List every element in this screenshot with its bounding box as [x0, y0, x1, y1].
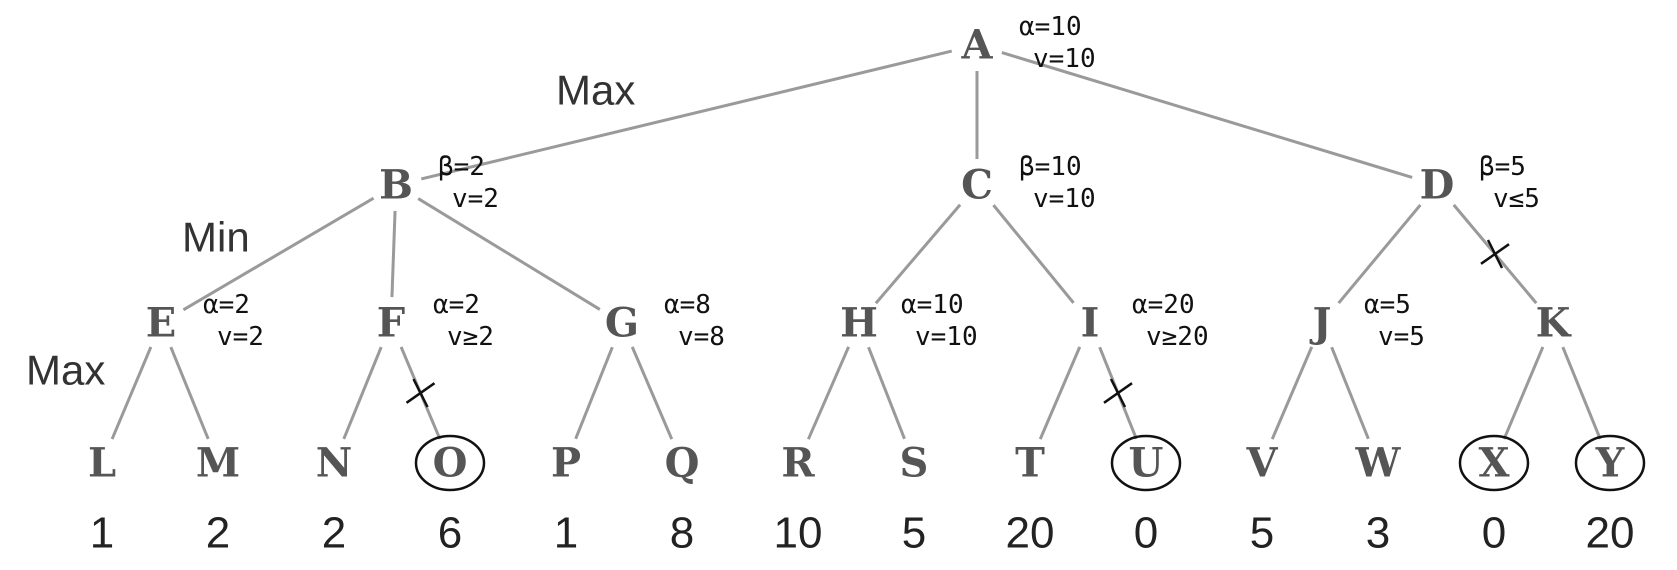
leaf-L-value: 1 — [90, 509, 114, 558]
node-F-note-bound: α=2 — [433, 290, 480, 320]
prune-mark-D-K — [1480, 239, 1510, 269]
edge-G-Q — [630, 346, 674, 440]
pruned-circle-X — [1458, 434, 1530, 492]
edge-H-S — [867, 346, 906, 440]
leaf-M-value: 2 — [206, 509, 230, 558]
edge-C-H — [874, 203, 962, 305]
leaf-Q-value: 8 — [670, 509, 694, 558]
node-G: G — [605, 300, 639, 347]
leaf-P: P — [551, 440, 581, 487]
edge-G-P — [574, 346, 614, 440]
tree-edges — [110, 49, 1602, 440]
edge-J-W — [1330, 346, 1370, 440]
edge-H-R — [807, 346, 850, 440]
leaf-V: V — [1245, 440, 1278, 487]
leaf-L: L — [88, 440, 116, 487]
leaf-O-value: 6 — [438, 509, 462, 558]
node-G-note-value: v=8 — [678, 322, 725, 352]
level-label-min: Min — [182, 214, 250, 261]
edge-B-G — [417, 197, 601, 311]
prune-mark-I-U — [1103, 378, 1133, 408]
leaf-P-value: 1 — [554, 509, 578, 558]
leaf-X: X — [1478, 440, 1509, 487]
node-D: D — [1420, 162, 1455, 209]
level-label-max-lower: Max — [26, 347, 105, 394]
leaf-S-value: 5 — [902, 509, 926, 558]
node-B-note-bound: β=2 — [438, 152, 485, 182]
node-E: E — [146, 300, 177, 347]
leaf-W: W — [1355, 440, 1402, 487]
edge-A-B — [420, 49, 953, 181]
edge-F-N — [342, 346, 383, 440]
prune-mark-F-O — [405, 378, 436, 408]
node-A: A — [960, 22, 993, 69]
leaf-M: M — [196, 440, 240, 487]
leaf-Y: Y — [1595, 440, 1625, 487]
node-J-note-bound: α=5 — [1364, 290, 1411, 320]
node-H: H — [840, 300, 878, 347]
pruned-circle-U — [1110, 434, 1182, 492]
node-H-note-bound: α=10 — [901, 290, 964, 320]
edge-I-T — [1038, 346, 1082, 440]
node-B-note-value: v=2 — [452, 184, 499, 214]
pruned-circle-Y — [1574, 434, 1646, 492]
leaf-Q: Q — [665, 440, 700, 487]
node-C-note-bound: β=10 — [1019, 152, 1082, 182]
leaf-T: T — [1015, 440, 1045, 487]
node-J-note-value: v=5 — [1378, 322, 1425, 352]
node-I-note-bound: α=20 — [1132, 290, 1195, 320]
leaf-U-value: 0 — [1134, 509, 1158, 558]
leaf-R-value: 10 — [774, 509, 823, 558]
node-C-note-value: v=10 — [1033, 184, 1096, 214]
leaf-Y-value: 20 — [1586, 509, 1635, 558]
node-E-note-bound: α=2 — [203, 290, 250, 320]
node-A-note-value: v=10 — [1033, 44, 1096, 74]
leaf-S: S — [900, 440, 929, 487]
leaf-N: N — [316, 440, 353, 487]
pruning-marks — [405, 239, 1510, 408]
node-E-note-value: v=2 — [217, 322, 264, 352]
node-F-note-value: v≥2 — [447, 322, 494, 352]
node-A-note-bound: α=10 — [1019, 12, 1082, 42]
tree-leaves: L 1 M 2 N 2 O 6 P 1 Q 8 R 10 S 5 T 20 U 0 V 5 W 3 X 0 Y 20 — [88, 434, 1646, 558]
node-I-note-value: v≥20 — [1146, 322, 1209, 352]
edge-K-X — [1502, 346, 1545, 440]
node-G-note-bound: α=8 — [664, 290, 711, 320]
node-H-note-value: v=10 — [915, 322, 978, 352]
edge-B-F — [390, 210, 397, 298]
node-K: K — [1536, 300, 1572, 347]
leaf-R: R — [781, 440, 815, 487]
edge-D-J — [1337, 204, 1422, 304]
leaf-U: U — [1129, 440, 1164, 487]
edge-J-V — [1270, 346, 1314, 440]
leaf-T-value: 20 — [1006, 509, 1055, 558]
node-C: C — [961, 162, 993, 209]
edge-C-I — [992, 204, 1075, 304]
leaf-X-value: 0 — [1482, 509, 1506, 558]
leaf-V-value: 5 — [1250, 509, 1274, 558]
node-F: F — [377, 300, 405, 347]
leaf-O: O — [433, 440, 468, 487]
edge-K-Y — [1561, 346, 1602, 440]
pruned-circle-O — [414, 434, 486, 492]
edge-A-D — [1001, 51, 1413, 179]
leaf-W-value: 3 — [1366, 509, 1390, 558]
leaf-N-value: 2 — [322, 509, 346, 558]
node-D-note-value: v≤5 — [1493, 184, 1540, 214]
edge-E-M — [169, 346, 210, 440]
level-label-max-root: Max — [556, 67, 635, 114]
node-I: I — [1081, 300, 1100, 347]
edge-B-E — [182, 196, 375, 312]
edge-E-L — [110, 346, 153, 440]
node-B: B — [379, 162, 413, 209]
node-D-note-bound: β=5 — [1479, 152, 1526, 182]
node-J: J — [1310, 300, 1332, 347]
